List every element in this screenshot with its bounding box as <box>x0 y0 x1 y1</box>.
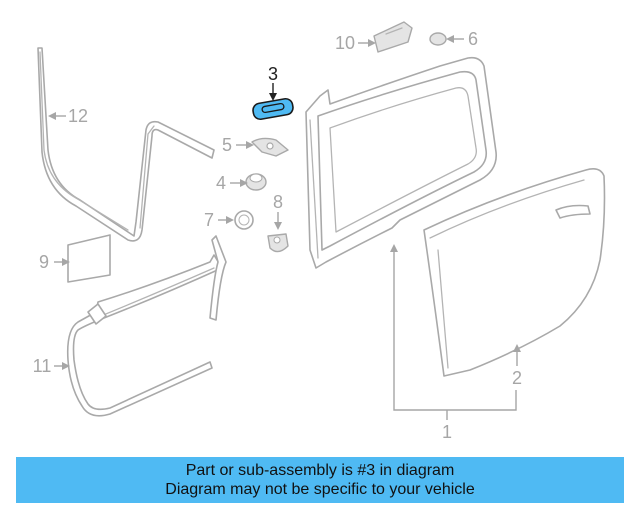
door-frame[interactable] <box>305 56 497 269</box>
callout-12: 12 <box>68 106 88 126</box>
callout-4: 4 <box>216 173 226 193</box>
part-8-fastener[interactable] <box>267 233 289 253</box>
callout-9: 9 <box>39 252 49 272</box>
callout-5: 5 <box>222 135 232 155</box>
part-4-grommet[interactable] <box>245 173 267 191</box>
part-9-pad[interactable] <box>67 234 111 283</box>
part-10-handle[interactable] <box>373 21 413 53</box>
part-7-plug[interactable] <box>234 210 254 230</box>
part-5-seal[interactable] <box>251 137 289 157</box>
callout-2: 2 <box>512 368 522 388</box>
banner-line-1: Part or sub-assembly is #3 in diagram <box>185 462 455 479</box>
part-12-run-channel[interactable] <box>37 47 215 242</box>
callout-3: 3 <box>268 64 278 84</box>
part-6-grommet[interactable] <box>429 32 447 46</box>
part-11-weatherstrip[interactable] <box>66 235 227 417</box>
leader-lines <box>48 35 521 420</box>
banner-line-2: Diagram may not be specific to your vehi… <box>165 481 475 498</box>
info-banner: Part or sub-assembly is #3 in diagram Di… <box>16 457 624 503</box>
callout-10: 10 <box>335 33 355 53</box>
callout-11: 11 <box>33 356 52 376</box>
callout-7: 7 <box>204 210 214 230</box>
part-3-clip[interactable] <box>252 97 294 121</box>
callout-8: 8 <box>273 192 283 212</box>
callout-6: 6 <box>468 29 478 49</box>
part-2-door-panel[interactable] <box>423 168 606 377</box>
callout-1: 1 <box>442 422 452 442</box>
